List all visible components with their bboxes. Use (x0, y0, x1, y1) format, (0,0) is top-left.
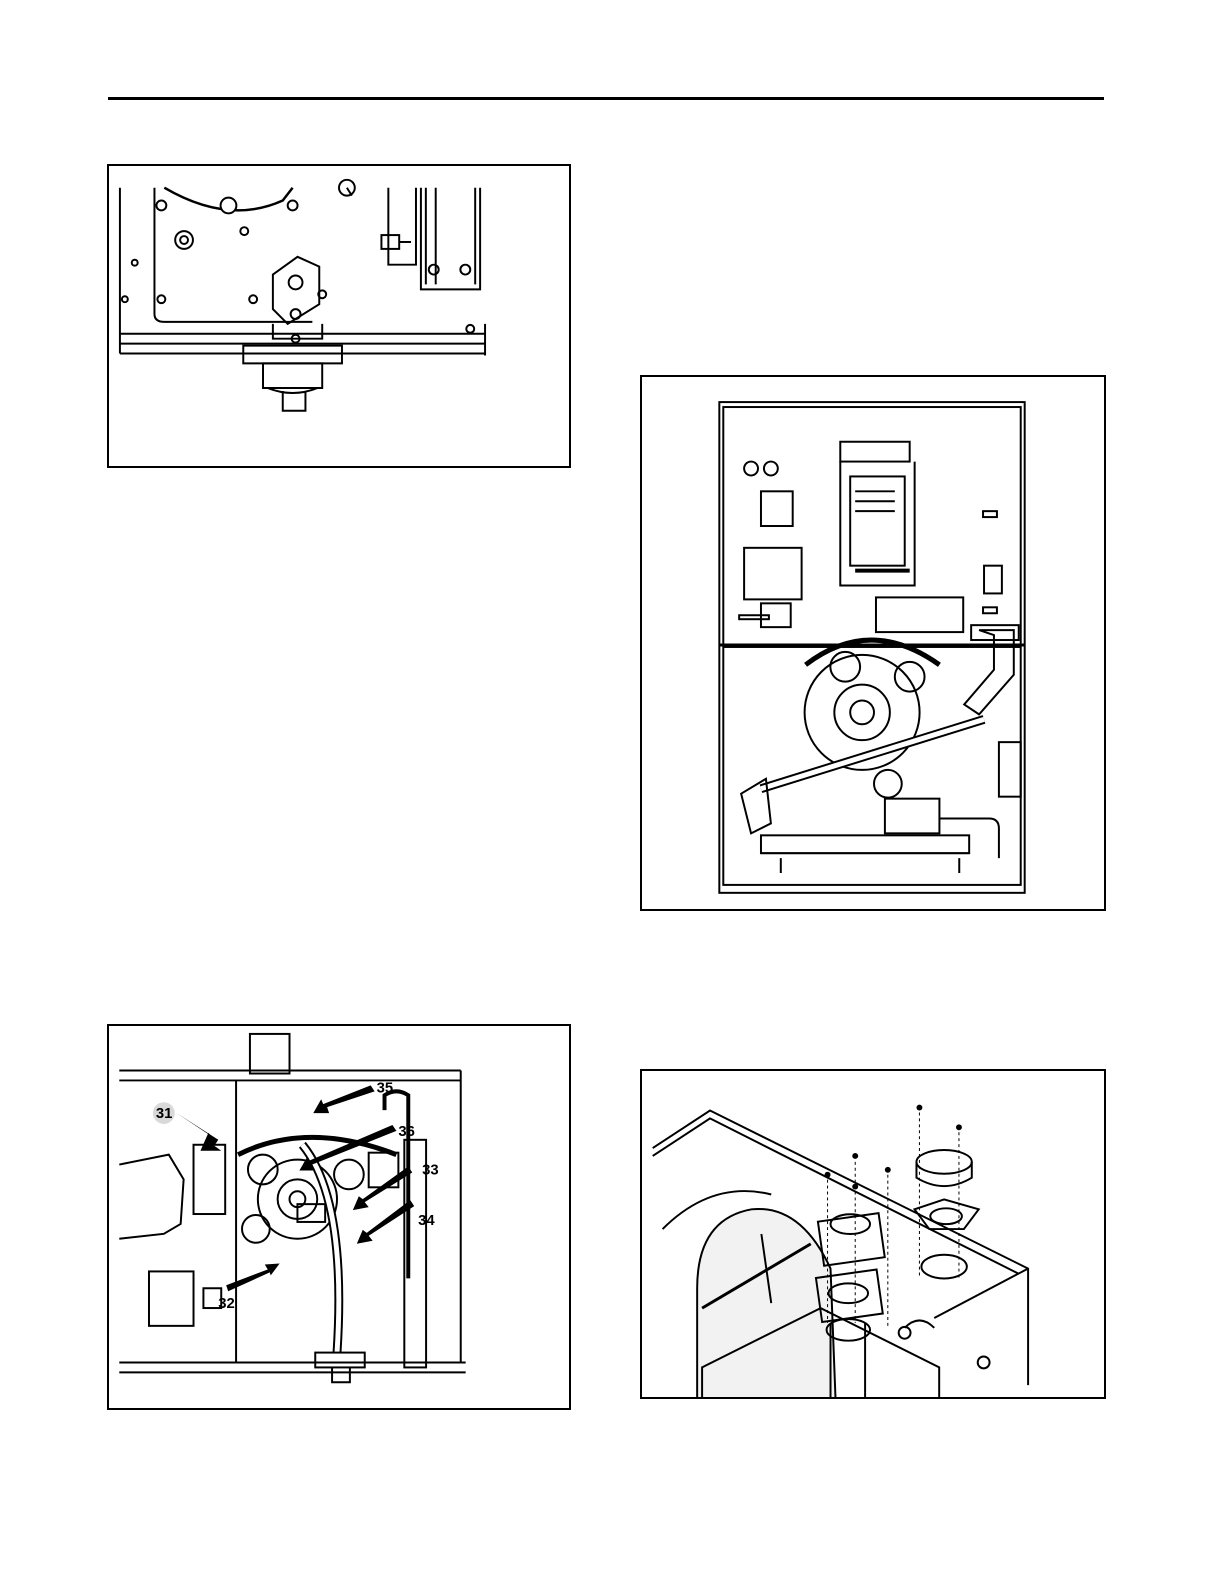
figure-pressure-switch-detail (107, 164, 571, 468)
callout-label-35: 35 (377, 1080, 393, 1096)
figure-furnace-front-view (640, 375, 1106, 911)
callout-label-33: 33 (422, 1162, 438, 1178)
callout-label-32: 32 (218, 1296, 235, 1312)
callout-arrow-32 (226, 1264, 279, 1292)
header-rule (108, 97, 1104, 100)
callout-arrow-35 (313, 1085, 374, 1113)
figure-inducer-assembly: 31 32 33 34 35 36 (107, 1024, 571, 1410)
figure-vent-collar-exploded (640, 1069, 1106, 1399)
callout-label-34: 34 (418, 1213, 435, 1229)
inducer-assembly-callout-drawing: 31 32 33 34 35 36 (109, 1026, 569, 1408)
callout-label-36: 36 (398, 1124, 415, 1140)
pressure-switch-detail-drawing (109, 166, 569, 466)
furnace-front-view-drawing (642, 377, 1104, 909)
vent-collar-exploded-drawing (642, 1071, 1104, 1397)
callout-label-31: 31 (156, 1106, 173, 1122)
